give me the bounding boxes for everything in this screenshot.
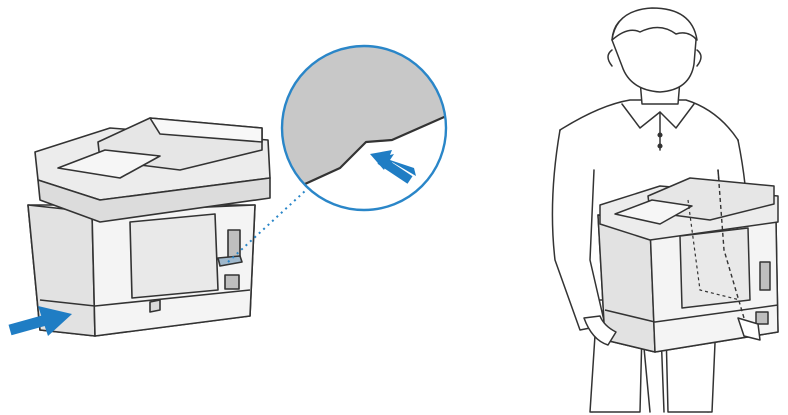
printer-left-rear-cover	[130, 214, 218, 298]
printer-left-cassette-slot	[150, 300, 160, 312]
printer-carried-rear-cover	[680, 228, 750, 308]
recessed-handle-detail	[270, 40, 460, 210]
handle-location-panel	[10, 40, 460, 336]
printer-carried-port	[760, 262, 770, 290]
carrying-posture-panel	[552, 8, 778, 412]
printer-left-port-2	[225, 275, 239, 289]
printer-left	[28, 118, 270, 336]
